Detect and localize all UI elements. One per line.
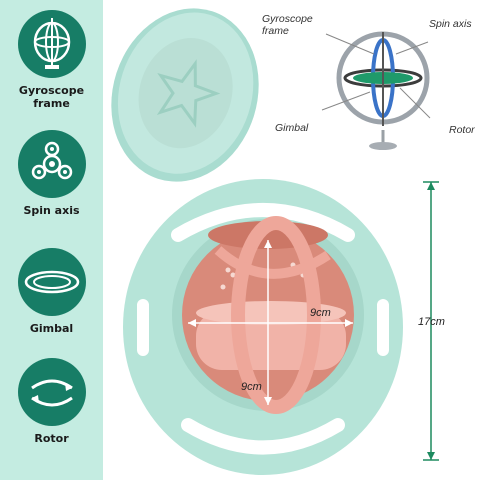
diagram-label-gyroscope-frame: Gyroscope frame	[262, 13, 313, 37]
feature-sidebar: Gyroscope frame Spin axis Gimbal	[0, 0, 103, 480]
feature-rotor: Rotor	[0, 358, 103, 445]
product-stage: Gyroscope frame Spin axis Gimbal Rotor	[103, 0, 478, 480]
spin-axis-icon	[17, 130, 86, 198]
feature-label: Spin axis	[23, 204, 80, 217]
gyroscope-diagram	[336, 31, 430, 150]
feature-label: Gyroscope frame	[18, 84, 85, 110]
feature-gimbal: Gimbal	[0, 248, 103, 335]
star-icon	[156, 59, 221, 128]
feature-spin-axis: Spin axis	[0, 130, 103, 217]
bowl-lid	[111, 8, 259, 182]
dimension-inner-height-label: 9cm	[241, 381, 262, 393]
dimension-height-label: 17cm	[418, 316, 445, 328]
feature-label: Rotor	[34, 432, 69, 445]
dimension-lines	[188, 181, 439, 461]
gimbal-icon	[17, 248, 86, 316]
gyroscope-frame-icon	[17, 10, 86, 78]
diagram-callouts	[321, 33, 431, 119]
feature-label: Gimbal	[29, 322, 74, 335]
diagram-label-spin-axis: Spin axis	[429, 18, 472, 30]
dimension-inner-width-label: 9cm	[310, 307, 331, 319]
diagram-label-rotor: Rotor	[449, 124, 475, 136]
diagram-label-gimbal: Gimbal	[275, 122, 309, 134]
rotor-icon	[17, 358, 86, 426]
feature-gyroscope-frame: Gyroscope frame	[0, 10, 103, 110]
